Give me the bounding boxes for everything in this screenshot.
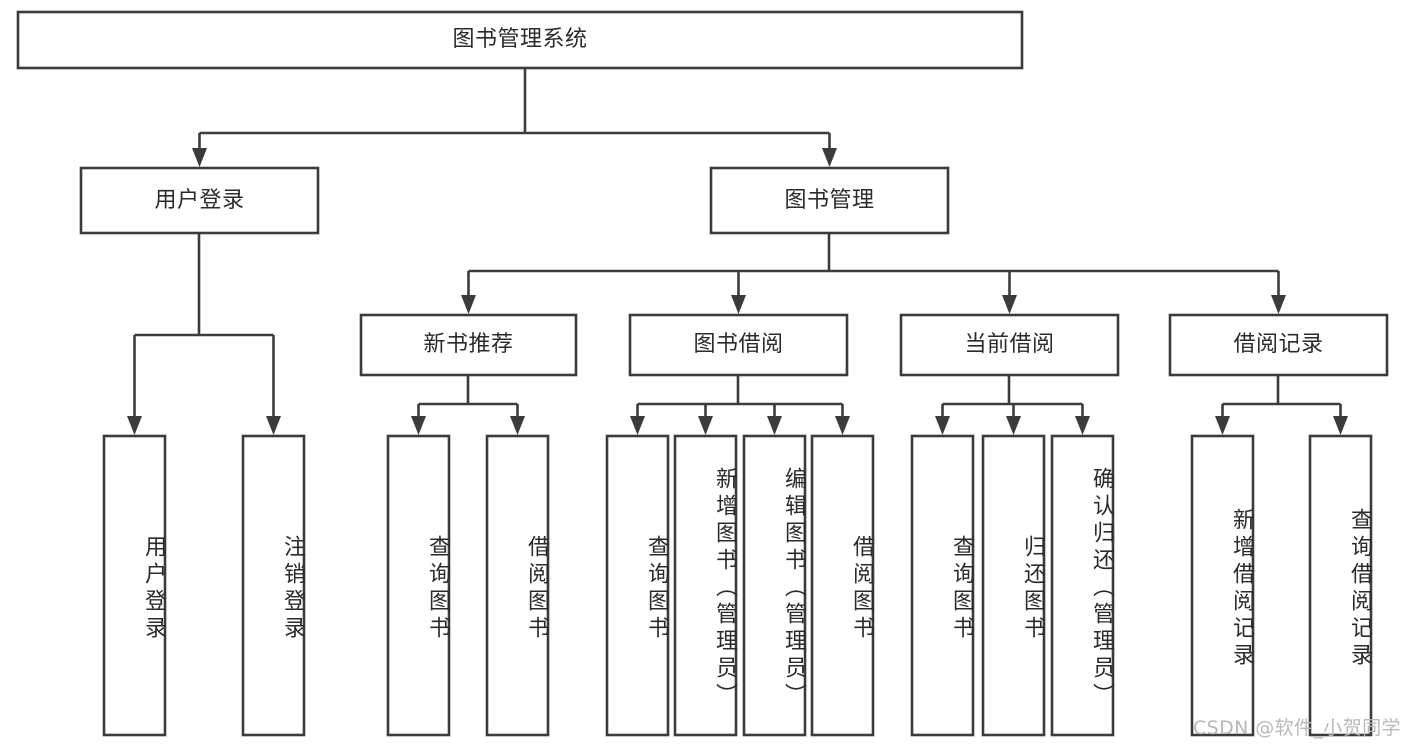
arrow-head-icon (698, 416, 713, 435)
node-box-borrow-record[interactable] (1168, 313, 1389, 377)
connector-record-to-leaves (1215, 375, 1348, 435)
connector-layer (127, 68, 1348, 435)
node-box-leaf-logout-login[interactable] (241, 434, 306, 737)
node-box-leaf-borrow-book[interactable] (810, 434, 875, 737)
csdn-watermark: CSDN @软件_小贺同学 (1193, 717, 1401, 739)
connector-userlogin-to-leaves (127, 233, 281, 435)
node-box-user-login[interactable] (79, 166, 320, 235)
node-box-leaf-query-borrow-record[interactable] (1308, 434, 1373, 737)
node-box-leaf-query-book-borrow[interactable] (605, 434, 670, 737)
arrow-head-icon (1271, 295, 1286, 314)
node-box-leaf-edit-book-admin[interactable] (742, 434, 807, 737)
arrow-head-icon (630, 416, 645, 435)
node-box-leaf-return-book[interactable] (981, 434, 1046, 737)
node-box-leaf-add-borrow-record[interactable] (1190, 434, 1255, 737)
arrow-head-icon (266, 416, 281, 435)
connector-recommend-to-leaves (411, 375, 525, 435)
node-box-leaf-borrow-book-recommend[interactable] (485, 434, 550, 737)
node-box-current-borrow[interactable] (899, 313, 1120, 377)
arrow-head-icon (731, 295, 746, 314)
connector-bookmanage-to-level3 (461, 233, 1286, 314)
arrow-head-icon (1215, 416, 1230, 435)
node-box-leaf-query-book-recommend[interactable] (386, 434, 451, 737)
arrow-head-icon (127, 416, 142, 435)
node-box-root[interactable] (16, 10, 1024, 70)
node-box-leaf-add-book-admin[interactable] (673, 434, 738, 737)
arrow-head-icon (1006, 416, 1021, 435)
arrow-head-icon (835, 416, 850, 435)
arrow-head-icon (461, 295, 476, 314)
connector-root-to-level2 (192, 68, 837, 167)
node-box-new-book-recommend[interactable] (359, 313, 578, 377)
arrow-head-icon (1333, 416, 1348, 435)
arrow-head-icon (411, 416, 426, 435)
connector-borrow-to-leaves (630, 375, 850, 435)
arrow-head-icon (1075, 416, 1090, 435)
connector-current-to-leaves (935, 375, 1090, 435)
arrow-head-icon (192, 148, 207, 167)
arrow-head-icon (822, 148, 837, 167)
node-box-layer (16, 10, 1389, 737)
node-box-leaf-user-login[interactable] (102, 434, 167, 737)
arrow-head-icon (767, 416, 782, 435)
arrow-head-icon (935, 416, 950, 435)
arrow-head-icon (510, 416, 525, 435)
node-box-book-borrow[interactable] (628, 313, 849, 377)
node-box-book-manage[interactable] (709, 166, 950, 235)
node-box-leaf-query-book-current[interactable] (910, 434, 975, 737)
node-box-leaf-confirm-return-admin[interactable] (1050, 434, 1115, 737)
arrow-head-icon (1002, 295, 1017, 314)
